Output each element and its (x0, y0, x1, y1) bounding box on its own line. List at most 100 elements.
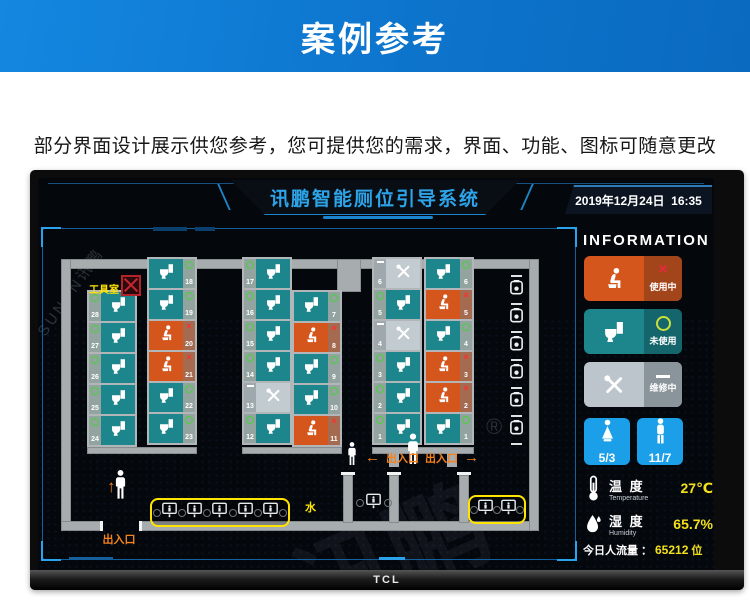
arrow-left-icon: ← (365, 449, 380, 466)
stall-status-strip: 25 (89, 385, 101, 414)
stall-number: 24 (91, 436, 99, 443)
toilet-icon (434, 262, 453, 286)
stall-cell (426, 383, 460, 412)
sitting-icon (434, 386, 453, 410)
free-mark (376, 416, 384, 424)
tools-icon (394, 262, 413, 286)
traffic-separator: ： (641, 545, 652, 557)
legend-mark-area: ×使用中 (644, 256, 682, 301)
occupied-mark: × (658, 261, 668, 279)
map-corner-accent (41, 227, 61, 247)
sink-icon (478, 499, 493, 520)
toilet-icon (394, 293, 413, 317)
map-edge-notch (153, 227, 187, 231)
toilet-icon (302, 357, 321, 381)
sitting-icon (302, 419, 321, 443)
free-mark (185, 416, 193, 424)
stall-cell (256, 259, 290, 288)
stall-number: 27 (91, 343, 99, 350)
humidity-label: 湿 度 (609, 513, 645, 529)
occupied-mark: × (186, 321, 192, 331)
person-icon (405, 431, 421, 469)
stall-number: 2 (378, 403, 382, 410)
temperature-sublabel: Temperature (609, 494, 649, 502)
stall-status-strip: 28 (89, 292, 101, 321)
map-corner-accent (41, 541, 61, 561)
stall-26: 26 (89, 354, 135, 383)
drain-icon (228, 508, 237, 517)
stall-number: 2 (464, 403, 468, 410)
drain-icon (152, 508, 161, 517)
arrow-up-icon: ↑ (107, 477, 116, 496)
stall-number: 14 (246, 372, 254, 379)
sink-icon (161, 502, 177, 523)
stall-cell (256, 290, 290, 319)
monitor-bezel-bottom: TCL (30, 570, 744, 590)
urinal-divider (511, 387, 522, 389)
urinal-divider (511, 359, 522, 361)
stall-number: 19 (185, 310, 193, 317)
stall-cell (294, 292, 328, 321)
stall-14: 14 (244, 352, 290, 381)
free-mark (655, 316, 671, 331)
stall-17: 17 (244, 259, 290, 288)
stall-number: 3 (464, 372, 468, 379)
legend-card-repair: 维修中 (584, 362, 682, 407)
block-base (242, 447, 342, 454)
block-base (87, 447, 197, 454)
free-mark (376, 354, 384, 362)
stall-cell (426, 259, 460, 288)
sink-icon (212, 502, 228, 523)
stall-number: 1 (378, 434, 382, 441)
sink-row-middle (355, 491, 393, 515)
sink-row-left (150, 498, 290, 527)
stall-status-strip: 15 (244, 321, 256, 350)
stall-number: 20 (185, 341, 193, 348)
stall-13: 13 (244, 383, 290, 412)
stall-status-strip: ×8 (328, 323, 340, 352)
stall-19: 19 (149, 290, 195, 319)
stall-cell (294, 385, 328, 414)
occupied-mark: × (331, 323, 337, 333)
free-mark (246, 323, 254, 331)
toilet-icon (434, 324, 453, 348)
sink-icon (237, 502, 253, 523)
stall-cell (294, 416, 328, 445)
screen-title-plate: 讯鹏智能厕位引导系统 (230, 180, 520, 215)
free-mark (246, 416, 254, 424)
stall-status-strip: ×3 (460, 352, 472, 381)
tools-icon (394, 324, 413, 348)
stall-number: 25 (91, 405, 99, 412)
traffic-unit: 位 (691, 545, 703, 557)
stall-status-strip: 22 (183, 383, 195, 412)
entrance-bottom-label: 出入口 (102, 534, 136, 546)
stall-status-strip: 1 (374, 414, 386, 443)
stall-number: 11 (330, 436, 338, 443)
stall-cell (294, 323, 328, 352)
map-edge-accent (69, 557, 113, 560)
urinal-divider (511, 443, 522, 445)
toilet-icon (157, 293, 176, 317)
stall-number: 17 (246, 279, 254, 286)
stall-20: × 20 (149, 321, 195, 350)
map-edge-notch (195, 227, 215, 231)
drain-icon (253, 508, 262, 517)
person-icon (346, 441, 358, 468)
stall-number: 4 (464, 341, 468, 348)
tools-icon (264, 386, 283, 410)
free-mark (246, 292, 254, 300)
stall-status-strip: 4 (374, 321, 386, 350)
person-sitting-icon (584, 256, 644, 301)
urinal-icon (509, 420, 524, 440)
stall-number: 15 (246, 341, 254, 348)
stall-status-strip: ×11 (328, 416, 340, 445)
droplet-icon (585, 510, 602, 537)
stall-cell (256, 414, 290, 443)
humidity-row: 湿 度 Humidity 65.7% (585, 510, 713, 537)
screen-title: 讯鹏智能厕位引导系统 (269, 188, 480, 210)
stall-cell (101, 323, 135, 352)
banner-title: 案例参考 (301, 20, 449, 59)
